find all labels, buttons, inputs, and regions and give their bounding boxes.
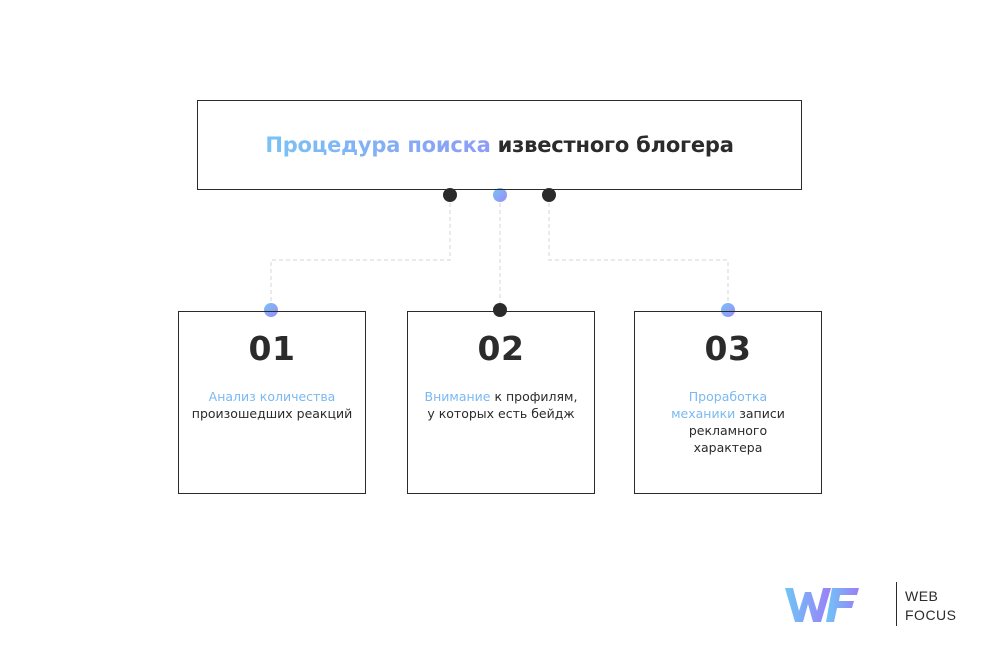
card-3-dot <box>721 303 735 317</box>
card-1-dot <box>264 303 278 317</box>
step-card-1: 01 Анализ количества произошедших реакци… <box>178 311 366 494</box>
step-card-3: 03 Проработка механики записи рекламного… <box>634 311 822 494</box>
logo-wordmark: WEB FOCUS <box>905 587 957 625</box>
title-rest: известного блогера <box>497 133 734 157</box>
step-highlight: Внимание <box>424 389 491 404</box>
step-highlight: Проработка механики <box>671 389 768 421</box>
webfocus-logo-icon <box>785 588 890 622</box>
step-text: к профилям, у которых есть бейдж <box>427 389 578 421</box>
step-description: Анализ количества произошедших реакций <box>187 388 357 422</box>
step-number: 01 <box>248 329 296 368</box>
connector-line-1 <box>270 196 451 310</box>
step-text: записи рекламного характера <box>688 406 785 455</box>
title-highlight: Процедура поиска <box>265 133 491 157</box>
title-dot-left <box>443 188 457 202</box>
step-card-2: 02 Внимание к профилям, у которых есть б… <box>407 311 595 494</box>
logo-divider <box>896 582 897 626</box>
step-number: 02 <box>477 329 525 368</box>
step-description: Проработка механики записи рекламного ха… <box>657 388 799 456</box>
step-description: Внимание к профилям, у которых есть бейд… <box>422 388 580 422</box>
title-box: Процедура поиска известного блогера <box>197 100 802 190</box>
connector-line-3 <box>548 196 729 310</box>
title-dot-center <box>493 188 507 202</box>
title-dot-right <box>542 188 556 202</box>
step-number: 03 <box>704 329 752 368</box>
step-text: произошедших реакций <box>191 406 353 421</box>
step-highlight: Анализ количества <box>208 389 336 404</box>
logo-line-web: WEB <box>905 588 939 604</box>
logo-line-focus: FOCUS <box>905 607 957 623</box>
card-2-dot <box>493 303 507 317</box>
